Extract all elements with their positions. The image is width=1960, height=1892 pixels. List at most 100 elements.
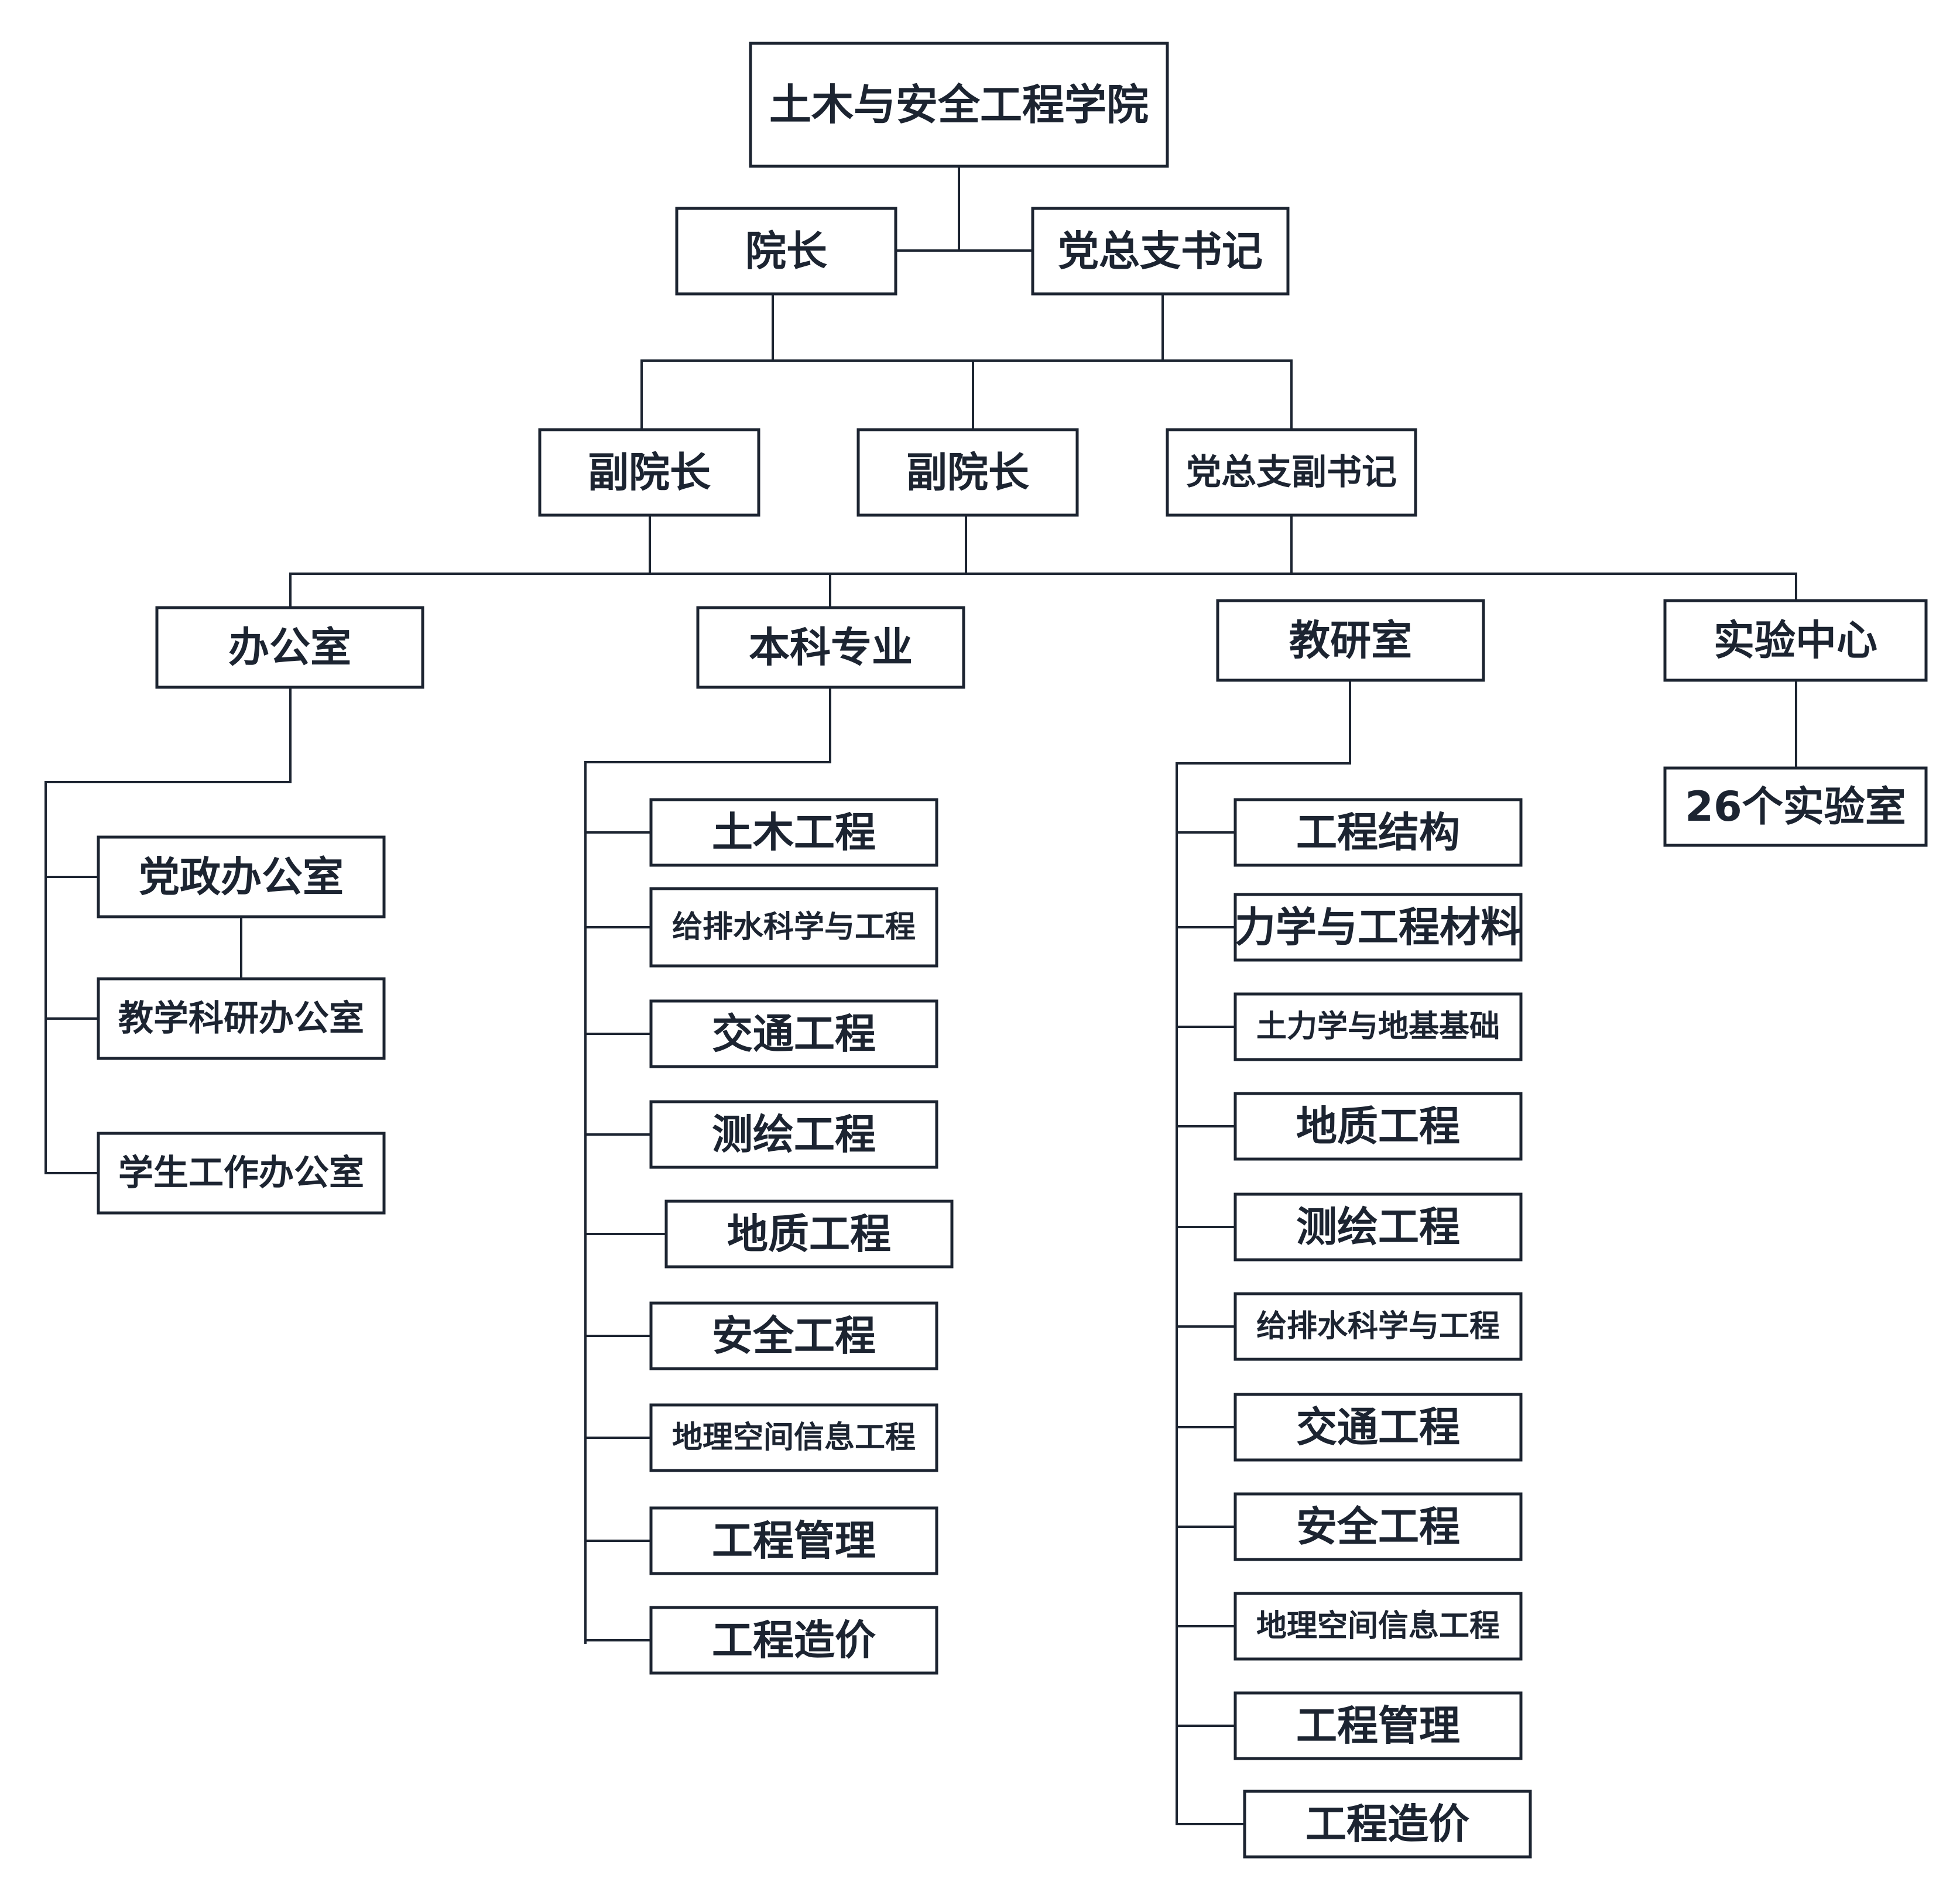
vice-dean-node-1-box	[538, 428, 760, 517]
lab-item-0-label: 26个实验室	[1685, 783, 1906, 831]
undergrad-item-3: 测绘工程	[649, 1100, 938, 1169]
teaching-item-1-box	[1233, 893, 1523, 962]
teaching-item-9-label: 工程管理	[1296, 1702, 1460, 1750]
lab-node-label: 实验中心	[1714, 616, 1877, 664]
undergrad-item-1-label: 给排水科学与工程	[672, 910, 916, 945]
teaching-node: 教研室	[1216, 599, 1485, 682]
teaching-item-6-label: 交通工程	[1296, 1403, 1460, 1451]
dean-node-box	[675, 207, 897, 296]
undergrad-item-2-label: 交通工程	[712, 1010, 876, 1058]
undergrad-item-8-label: 工程造价	[712, 1616, 876, 1664]
undergrad-item-1-box	[649, 887, 938, 968]
undergrad-item-8: 工程造价	[649, 1606, 938, 1675]
undergrad-item-0: 土木工程	[649, 798, 938, 867]
teaching-item-1-label: 力学与工程材料	[1235, 903, 1522, 951]
office-item-0: 党政办公室	[97, 835, 386, 918]
party-secretary-node-box	[1031, 207, 1290, 296]
teaching-item-6-box	[1233, 1393, 1523, 1462]
teaching-item-3-box	[1233, 1092, 1523, 1161]
undergrad-item-5: 安全工程	[649, 1301, 938, 1370]
teaching-item-7-label: 安全工程	[1296, 1503, 1460, 1551]
office-item-1-label: 教学科研办公室	[118, 998, 364, 1039]
lab-node-box	[1663, 599, 1928, 682]
lab-node: 实验中心	[1663, 599, 1928, 682]
lab-item-0: 26个实验室	[1663, 766, 1928, 847]
college-title-node-box	[749, 42, 1169, 168]
lab-item-0-box	[1663, 766, 1928, 847]
college-title-node: 土木与安全工程学院	[749, 42, 1169, 168]
office-item-0-label: 党政办公室	[139, 853, 344, 901]
vice-dean-node-1-label: 副院长	[588, 448, 711, 496]
undergrad-item-3-box	[649, 1100, 938, 1169]
teaching-item-8-box	[1233, 1592, 1523, 1661]
undergrad-item-4-box	[664, 1199, 954, 1269]
teaching-node-label: 教研室	[1289, 616, 1412, 664]
teaching-item-4-label: 测绘工程	[1296, 1203, 1460, 1251]
undergrad-item-8-box	[649, 1606, 938, 1675]
vice-dean-node-2-label: 副院长	[906, 448, 1029, 496]
teaching-item-10: 工程造价	[1243, 1790, 1532, 1859]
party-secretary-node-label: 党总支书记	[1058, 227, 1263, 275]
undergrad-node-box	[696, 606, 965, 689]
undergrad-node: 本科专业	[696, 606, 965, 689]
office-item-1: 教学科研办公室	[97, 977, 386, 1060]
vice-dean-node-2: 副院长	[856, 428, 1079, 517]
undergrad-item-5-label: 安全工程	[712, 1312, 876, 1360]
office-node-label: 办公室	[228, 623, 351, 671]
office-item-2: 学生工作办公室	[97, 1132, 386, 1215]
office-node-box	[155, 606, 424, 689]
undergrad-item-6-box	[649, 1403, 938, 1472]
teaching-item-0-box	[1233, 798, 1523, 867]
teaching-item-3-label: 地质工程	[1296, 1102, 1460, 1150]
teaching-item-10-box	[1243, 1790, 1532, 1859]
teaching-item-9-box	[1233, 1691, 1523, 1760]
teaching-item-4: 测绘工程	[1233, 1192, 1523, 1262]
teaching-node-box	[1216, 599, 1485, 682]
undergrad-item-4: 地质工程	[664, 1199, 954, 1269]
undergrad-item-2: 交通工程	[649, 999, 938, 1068]
teaching-item-6: 交通工程	[1233, 1393, 1523, 1462]
undergrad-node-label: 本科专业	[749, 623, 913, 671]
teaching-item-8-label: 地理空间信息工程	[1256, 1609, 1500, 1644]
undergrad-item-7-label: 工程管理	[712, 1517, 876, 1565]
vice-dean-node-2-box	[856, 428, 1079, 517]
undergrad-item-4-label: 地质工程	[727, 1210, 891, 1258]
office-node: 办公室	[155, 606, 424, 689]
teaching-item-2-label: 土力学与地基基础	[1256, 1009, 1500, 1044]
teaching-item-5-box	[1233, 1292, 1523, 1361]
teaching-item-7: 安全工程	[1233, 1492, 1523, 1561]
undergrad-item-0-box	[649, 798, 938, 867]
teaching-item-0-label: 工程结构	[1296, 808, 1460, 856]
undergrad-item-2-box	[649, 999, 938, 1068]
teaching-item-1: 力学与工程材料	[1233, 893, 1523, 962]
teaching-item-7-box	[1233, 1492, 1523, 1561]
undergrad-item-3-label: 测绘工程	[712, 1110, 876, 1158]
office-item-2-box	[97, 1132, 386, 1215]
dean-node: 院长	[675, 207, 897, 296]
undergrad-item-6-label: 地理空间信息工程	[672, 1420, 916, 1455]
teaching-item-2: 土力学与地基基础	[1233, 992, 1523, 1061]
deputy-party-secretary-node: 党总支副书记	[1166, 428, 1417, 517]
office-item-2-label: 学生工作办公室	[118, 1153, 364, 1194]
teaching-item-0: 工程结构	[1233, 798, 1523, 867]
teaching-item-2-box	[1233, 992, 1523, 1061]
dean-node-label: 院长	[745, 227, 827, 275]
college-title-node-label: 土木与安全工程学院	[769, 80, 1149, 129]
undergrad-item-6: 地理空间信息工程	[649, 1403, 938, 1472]
connector-lines	[44, 165, 1797, 1825]
undergrad-item-7-box	[649, 1506, 938, 1575]
teaching-item-3: 地质工程	[1233, 1092, 1523, 1161]
vice-dean-node-1: 副院长	[538, 428, 760, 517]
teaching-item-8: 地理空间信息工程	[1233, 1592, 1523, 1661]
office-item-0-box	[97, 835, 386, 918]
undergrad-item-5-box	[649, 1301, 938, 1370]
teaching-item-10-label: 工程造价	[1305, 1800, 1469, 1848]
teaching-item-4-box	[1233, 1192, 1523, 1262]
deputy-party-secretary-node-label: 党总支副书记	[1186, 452, 1397, 493]
deputy-party-secretary-node-box	[1166, 428, 1417, 517]
office-item-1-box	[97, 977, 386, 1060]
undergrad-item-1: 给排水科学与工程	[649, 887, 938, 968]
undergrad-item-7: 工程管理	[649, 1506, 938, 1575]
